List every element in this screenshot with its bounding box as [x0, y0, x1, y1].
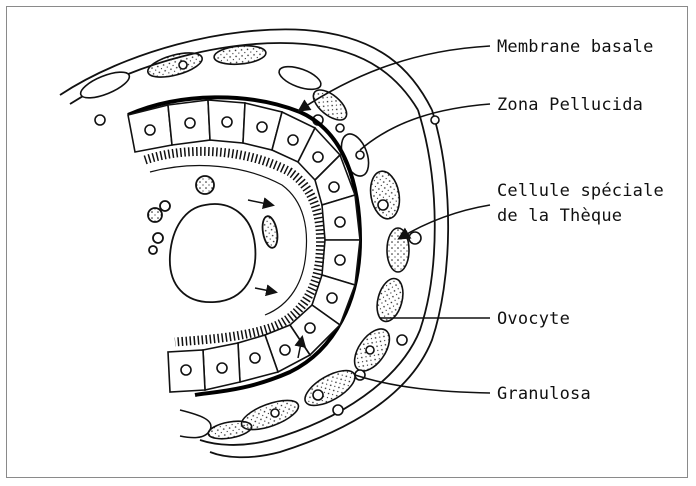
label-granulosa: Granulosa [497, 383, 591, 405]
ovocyte [148, 176, 280, 302]
follicle-stalk [180, 410, 211, 438]
label-zona-pellucida: Zona Pellucida [497, 94, 643, 116]
label-de-la-theque: de la Thèque [497, 205, 622, 227]
label-cellule-speciale: Cellule spéciale [497, 180, 664, 202]
label-membrane-basale: Membrane basale [497, 36, 654, 58]
label-ovocyte: Ovocyte [497, 308, 570, 330]
